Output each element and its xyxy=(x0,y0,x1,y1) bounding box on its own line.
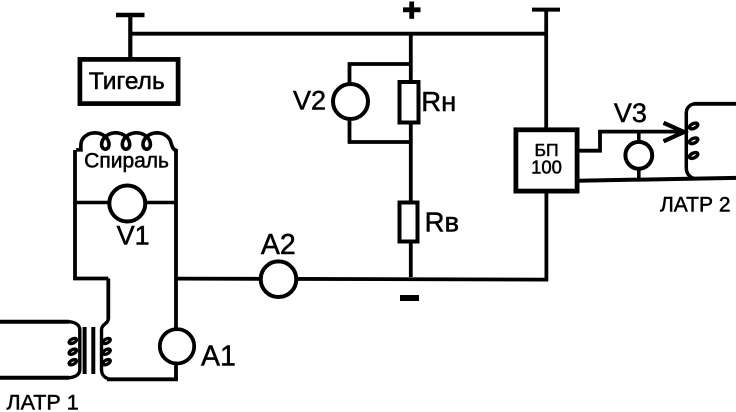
svg-text:V1: V1 xyxy=(117,221,150,251)
svg-text:100: 100 xyxy=(531,156,562,177)
svg-text:A1: A1 xyxy=(201,341,236,373)
svg-text:БП: БП xyxy=(534,140,558,160)
svg-text:Rв: Rв xyxy=(425,207,459,238)
svg-text:ЛАТР 2: ЛАТР 2 xyxy=(660,194,731,217)
svg-text:ЛАТР 1: ЛАТР 1 xyxy=(7,391,79,412)
svg-text:V3: V3 xyxy=(614,98,647,128)
svg-text:Rн: Rн xyxy=(421,86,456,117)
svg-text:A2: A2 xyxy=(261,229,296,261)
svg-text:Тигель: Тигель xyxy=(89,68,165,95)
svg-text:Спираль: Спираль xyxy=(84,150,169,173)
svg-text:V2: V2 xyxy=(293,85,326,115)
